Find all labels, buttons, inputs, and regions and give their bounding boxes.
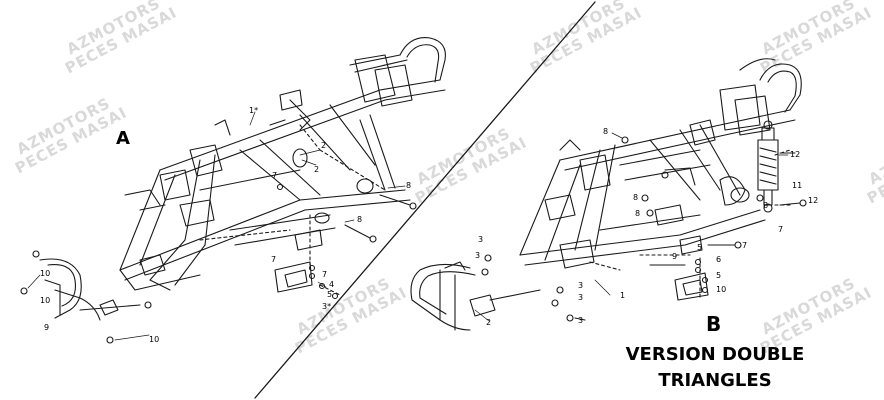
callout-label: 2 xyxy=(486,318,491,327)
callout-label: 9 xyxy=(672,252,677,261)
callout-label: 3 xyxy=(578,316,583,325)
callout-label: 5 xyxy=(697,243,702,252)
section-a-label: A xyxy=(116,128,130,149)
callout-label: 3 xyxy=(578,293,583,302)
callouts-b: 8 8 8 8 12 11 12 7 3 3 3 3 3 1 2 5 9 6 5… xyxy=(475,127,818,327)
callout-label: 5 xyxy=(327,290,332,299)
callout-label: 9 xyxy=(44,323,49,332)
callout-label: 10 xyxy=(40,269,50,278)
callout-label: 12 xyxy=(790,150,800,159)
callout-label: 7 xyxy=(742,241,747,250)
callout-label: 5 xyxy=(716,271,721,280)
callout-label: 4 xyxy=(329,280,334,289)
callout-label: 10 xyxy=(149,335,159,344)
callout-label: 8 xyxy=(635,209,640,218)
callout-label: 7 xyxy=(271,255,276,264)
frame-b xyxy=(410,58,807,331)
callout-label: 2 xyxy=(314,165,319,174)
front-bumper-b xyxy=(410,263,471,331)
callout-label: 8 xyxy=(406,181,411,190)
callout-label: 8 xyxy=(763,201,768,210)
version-caption-line1: VERSION DOUBLE xyxy=(625,344,805,365)
callout-label: 12 xyxy=(808,196,818,205)
rear-shock-absorber xyxy=(757,120,779,213)
callout-label: 8 xyxy=(357,215,362,224)
callout-label: 7 xyxy=(778,225,783,234)
section-b-label: B xyxy=(706,312,722,336)
callouts-a: 1* 2 2 7 8 8 7 7 4 5 3* 10 10 9 10 xyxy=(40,106,411,344)
callout-label: 10 xyxy=(716,285,726,294)
callout-label: 3* xyxy=(322,302,331,311)
version-caption-line2: TRIANGLES xyxy=(658,370,772,391)
callout-label: 1 xyxy=(620,291,625,300)
callout-label: 8 xyxy=(603,127,608,136)
callout-label: 10 xyxy=(40,296,50,305)
callout-label: 3 xyxy=(578,281,583,290)
callout-label: 8 xyxy=(633,193,638,202)
callout-label: 2 xyxy=(321,141,326,150)
callout-label: 11 xyxy=(792,181,802,190)
frame-a xyxy=(20,37,446,344)
callout-label: 7 xyxy=(322,270,327,279)
callout-label: 1* xyxy=(249,106,258,115)
callout-label: 6 xyxy=(716,255,721,264)
callout-label: 3 xyxy=(478,235,483,244)
callout-label: 3 xyxy=(475,251,480,260)
callout-label: 7 xyxy=(272,171,277,180)
front-bumper-a xyxy=(39,258,82,319)
section-divider xyxy=(254,1,596,399)
